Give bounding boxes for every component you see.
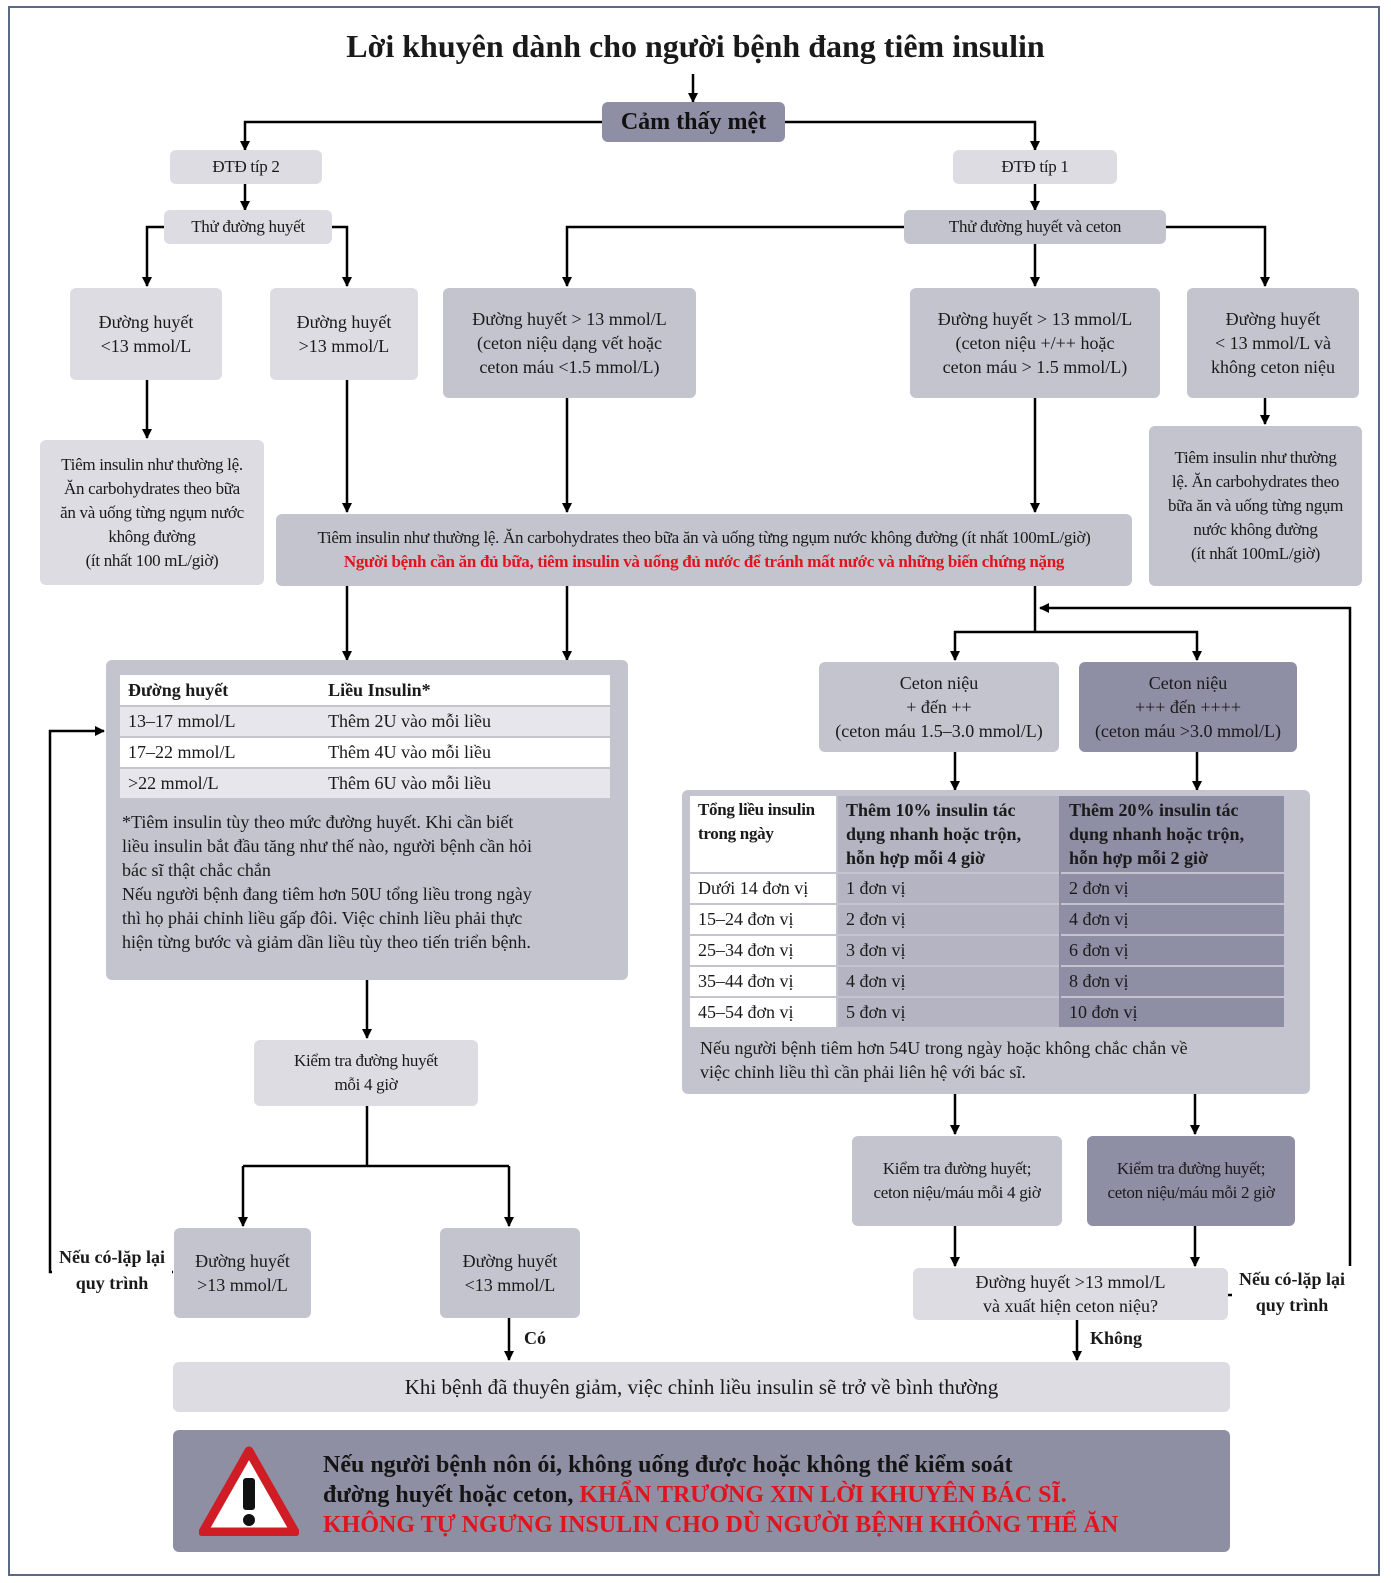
dose-table: Đường huyết Liều Insulin* 13–17 mmol/L T… bbox=[120, 675, 610, 798]
type2-low-node: Đường huyết <13 mmol/L bbox=[70, 288, 222, 380]
left-check-node: Kiểm tra đường huyết mỗi 4 giờ bbox=[254, 1040, 478, 1106]
ketone-cell: 4 đơn vị bbox=[837, 965, 1061, 997]
ketone-cell: 35–44 đơn vị bbox=[690, 965, 838, 997]
warning-line1: Nếu người bệnh nôn ói, không uống được h… bbox=[323, 1452, 1013, 1478]
dose-cell: Thêm 2U vào mỗi liều bbox=[320, 705, 610, 737]
table-row: >22 mmol/L Thêm 6U vào mỗi liều bbox=[120, 767, 610, 798]
dose-cell: Thêm 6U vào mỗi liều bbox=[320, 767, 610, 798]
left-low-node: Đường huyết <13 mmol/L bbox=[440, 1228, 580, 1318]
left-repeat-label: Nếu có-lặp lại quy trình bbox=[52, 1244, 172, 1296]
ketone-cell: Dưới 14 đơn vị bbox=[690, 872, 838, 904]
ketone-cell: 1 đơn vị bbox=[837, 872, 1061, 904]
dose-header-glucose: Đường huyết bbox=[128, 679, 229, 700]
dose-cell: 17–22 mmol/L bbox=[120, 736, 321, 768]
ketone-note: Nếu người bệnh tiêm hơn 54U trong ngày h… bbox=[700, 1038, 1188, 1082]
table-row: 45–54 đơn vị 5 đơn vị 10 đơn vị bbox=[690, 996, 1284, 1027]
dose-cell: >22 mmol/L bbox=[120, 767, 321, 798]
ketone-header-20pct: Thêm 20% insulin tác dụng nhanh hoặc trộ… bbox=[1060, 796, 1284, 873]
start-node: Cảm thấy mệt bbox=[602, 102, 785, 142]
ketone-cell: 6 đơn vị bbox=[1060, 934, 1284, 966]
dose-note: *Tiêm insulin tùy theo mức đường huyết. … bbox=[122, 812, 532, 952]
recovery-node: Khi bệnh đã thuyên giảm, việc chỉnh liều… bbox=[173, 1362, 1230, 1412]
ketone-cell: 15–24 đơn vị bbox=[690, 903, 838, 935]
common-action-warning: Người bệnh cần ăn đủ bữa, tiêm insulin v… bbox=[343, 552, 1065, 571]
ketone-cell: 45–54 đơn vị bbox=[690, 996, 838, 1027]
table-row: 35–44 đơn vị 4 đơn vị 8 đơn vị bbox=[690, 965, 1284, 997]
check-4h-node: Kiểm tra đường huyết; ceton niệu/máu mỗi… bbox=[852, 1136, 1062, 1226]
type1-trace-node: Đường huyết > 13 mmol/L (ceton niệu dạng… bbox=[443, 288, 696, 398]
table-row: Dưới 14 đơn vị 1 đơn vị 2 đơn vị bbox=[690, 872, 1284, 904]
ketone-cell: 5 đơn vị bbox=[837, 996, 1061, 1027]
type1-low-action: Tiêm insulin như thường lệ. Ăn carbohydr… bbox=[1149, 426, 1362, 586]
warning-text: Nếu người bệnh nôn ói, không uống được h… bbox=[323, 1450, 1118, 1540]
dose-cell: Thêm 4U vào mỗi liều bbox=[320, 736, 610, 768]
right-repeat-label: Nếu có-lặp lại quy trình bbox=[1232, 1266, 1352, 1318]
table-row: 15–24 đơn vị 2 đơn vị 4 đơn vị bbox=[690, 903, 1284, 935]
table-row: 17–22 mmol/L Thêm 4U vào mỗi liều bbox=[120, 736, 610, 768]
warning-line3: KHÔNG TỰ NGƯNG INSULIN CHO DÙ NGƯỜI BỆNH… bbox=[323, 1512, 1119, 1538]
type1-ketone-node: Đường huyết > 13 mmol/L (ceton niệu +/++… bbox=[910, 288, 1160, 398]
table-row: 13–17 mmol/L Thêm 2U vào mỗi liều bbox=[120, 705, 610, 737]
warning-line2: đường huyết hoặc ceton, KHẨN TRƯƠNG XIN … bbox=[323, 1480, 1118, 1510]
ketone-cell: 2 đơn vị bbox=[1060, 872, 1284, 904]
type2-high-node: Đường huyết >13 mmol/L bbox=[270, 288, 418, 380]
type2-test: Thử đường huyết bbox=[164, 210, 332, 244]
page-title: Lời khuyên dành cho người bệnh đang tiêm… bbox=[346, 28, 1045, 64]
ketone-cell: 8 đơn vị bbox=[1060, 965, 1284, 997]
check-2h-node: Kiểm tra đường huyết; ceton niệu/máu mỗi… bbox=[1087, 1136, 1295, 1226]
ketone-moderate-node: Ceton niệu + đến ++ (ceton máu 1.5–3.0 m… bbox=[819, 662, 1059, 752]
warning-urgent-text: KHẨN TRƯƠNG XIN LỜI KHUYÊN BÁC SĨ. bbox=[579, 1482, 1067, 1508]
common-action-line1: Tiêm insulin như thường lệ. Ăn carbohydr… bbox=[317, 528, 1091, 547]
no-label: Không bbox=[1090, 1328, 1143, 1348]
type1-low-node: Đường huyết < 13 mmol/L và không ceton n… bbox=[1187, 288, 1359, 398]
ketone-cell: 2 đơn vị bbox=[837, 903, 1061, 935]
ketone-cell: 10 đơn vị bbox=[1060, 996, 1284, 1027]
dose-cell: 13–17 mmol/L bbox=[120, 705, 321, 737]
type2-low-action: Tiêm insulin như thường lệ. Ăn carbohydr… bbox=[40, 440, 264, 585]
ketone-cell: 4 đơn vị bbox=[1060, 903, 1284, 935]
ketone-cell: 25–34 đơn vị bbox=[690, 934, 838, 966]
dose-header-insulin: Liều Insulin* bbox=[328, 679, 431, 700]
warning-panel: Nếu người bệnh nôn ói, không uống được h… bbox=[173, 1430, 1230, 1552]
type2-label: ĐTĐ típ 2 bbox=[170, 150, 322, 184]
ketone-header-10pct: Thêm 10% insulin tác dụng nhanh hoặc trộ… bbox=[837, 796, 1061, 873]
left-high-node: Đường huyết >13 mmol/L bbox=[174, 1228, 311, 1318]
question-node: Đường huyết >13 mmol/L và xuất hiện ceto… bbox=[913, 1268, 1228, 1320]
type1-test: Thử đường huyết và ceton bbox=[904, 210, 1166, 244]
common-action: Tiêm insulin như thường lệ. Ăn carbohydr… bbox=[276, 514, 1132, 586]
table-row: 25–34 đơn vị 3 đơn vị 6 đơn vị bbox=[690, 934, 1284, 966]
type1-label: ĐTĐ típ 1 bbox=[953, 150, 1117, 184]
ketone-severe-node: Ceton niệu +++ đến ++++ (ceton máu >3.0 … bbox=[1079, 662, 1297, 752]
page-frame bbox=[8, 6, 1380, 1576]
ketone-cell: 3 đơn vị bbox=[837, 934, 1061, 966]
warning-icon bbox=[198, 1446, 300, 1542]
yes-label: Có bbox=[524, 1328, 546, 1348]
ketone-table: Tổng liều insulin trong ngày Thêm 10% in… bbox=[690, 796, 1284, 1027]
ketone-header-total: Tổng liều insulin trong ngày bbox=[690, 796, 838, 873]
warning-line2-text: đường huyết hoặc ceton, bbox=[323, 1482, 580, 1508]
